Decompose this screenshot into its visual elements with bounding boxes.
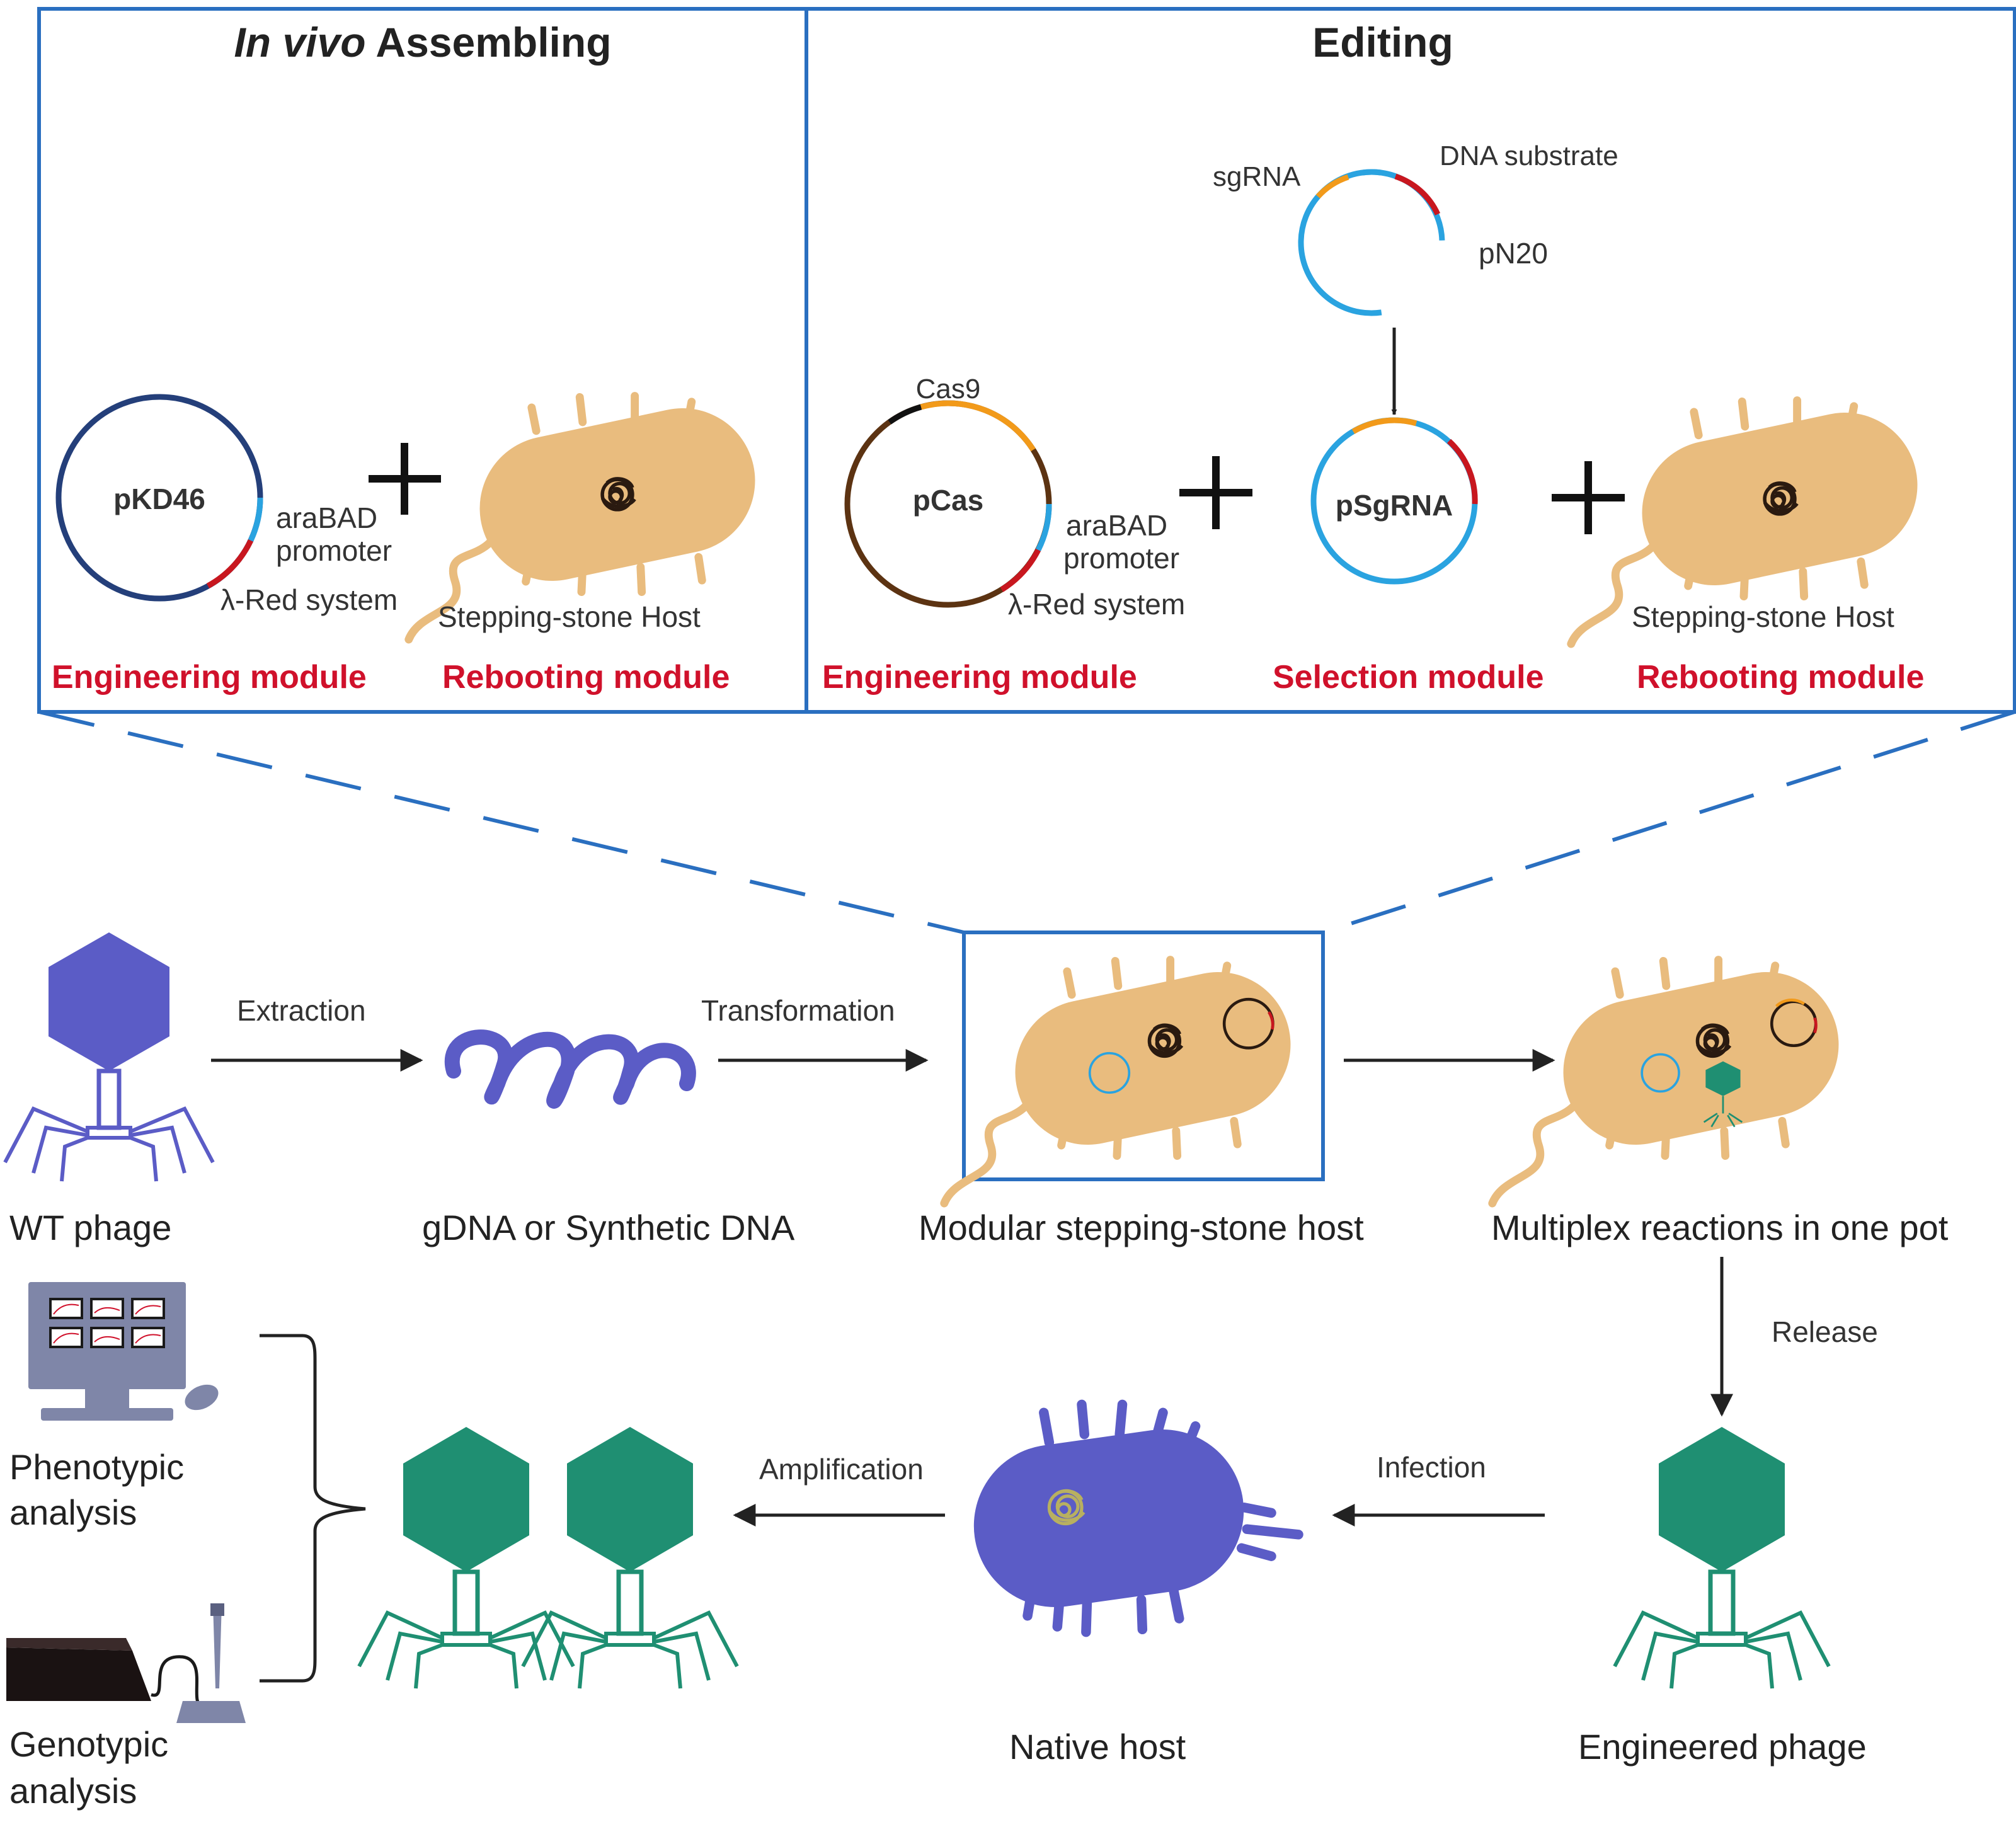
native-host-label: Native host (1009, 1727, 1186, 1767)
brace-icon (260, 1334, 366, 1683)
plus-icon (1179, 456, 1252, 529)
pkd46-promoter-line2: promoter (276, 534, 392, 567)
modular-host-bacterium-icon (944, 959, 1304, 1203)
amplification-label: Amplification (759, 1453, 924, 1486)
zoom-line-left (38, 710, 965, 934)
phenotypic-line1: Phenotypic (9, 1447, 184, 1487)
native-host-bacterium-icon (973, 1399, 1303, 1637)
transformation-label: Transformation (701, 994, 895, 1027)
sequencer-icon (6, 1603, 246, 1723)
engineered-phage-label: Engineered phage (1578, 1727, 1867, 1767)
dna-substrate-label: DNA substrate (1440, 140, 1618, 171)
pn20-label: pN20 (1479, 237, 1548, 270)
genotypic-line2: analysis (9, 1771, 137, 1811)
editing-panel-frame (805, 7, 2016, 714)
extraction-label: Extraction (237, 994, 366, 1027)
pcas-promoter-line1: araBAD (1066, 509, 1167, 542)
editing-selection-module: Selection module (1273, 659, 1544, 696)
editing-engineering-module: Engineering module (822, 659, 1137, 696)
assembling-title: In vivo Assembling (234, 19, 611, 66)
pkd46-red-system: λ-Red system (220, 583, 398, 616)
zoom-line-right (1322, 710, 2015, 934)
pcas-red-system: λ-Red system (1008, 588, 1185, 621)
dna-coil-icon (444, 1029, 696, 1109)
psgrna-plasmid-icon (1310, 417, 1478, 585)
pn20-plasmid-icon (1298, 169, 1445, 316)
infection-label: Infection (1377, 1451, 1486, 1484)
plus-icon (1552, 461, 1625, 534)
wt-phage-label: WT phage (9, 1208, 171, 1247)
cas9-label: Cas9 (916, 374, 981, 404)
modular-host-label: Modular stepping-stone host (919, 1208, 1364, 1247)
multiplex-bacterium-icon (1492, 959, 1852, 1203)
amplified-phage-icon (523, 1427, 737, 1688)
genotypic-line1: Genotypic (9, 1724, 168, 1764)
assembling-host-label: Stepping-stone Host (438, 600, 701, 633)
gdna-label: gDNA or Synthetic DNA (422, 1208, 795, 1247)
pkd46-label: pKD46 (113, 483, 205, 515)
plus-icon (369, 443, 441, 515)
phenotypic-line2: analysis (9, 1492, 137, 1532)
pcas-promoter-line2: promoter (1063, 542, 1179, 575)
pcas-plasmid-icon (844, 400, 1052, 608)
assembling-rebooting-module: Rebooting module (442, 659, 730, 696)
pcas-label: pCas (913, 484, 983, 517)
sgrna-label: sgRNA (1213, 161, 1301, 192)
editing-host-label: Stepping-stone Host (1632, 600, 1894, 633)
modular-host-frame (962, 931, 1325, 1181)
pkd46-plasmid-icon (55, 394, 263, 602)
editing-title: Editing (1312, 19, 1453, 66)
multiplex-label: Multiplex reactions in one pot (1491, 1208, 1949, 1247)
engineered-phage-icon (1615, 1427, 1829, 1688)
pkd46-promoter-line1: araBAD (276, 501, 377, 534)
editing-rebooting-module: Rebooting module (1637, 659, 1924, 696)
release-label: Release (1772, 1315, 1878, 1348)
wt-phage-icon (5, 932, 213, 1181)
amplified-phage-icon (359, 1427, 573, 1688)
assembling-engineering-module: Engineering module (52, 659, 367, 696)
psgrna-label: pSgRNA (1336, 489, 1453, 522)
computer-icon (28, 1282, 219, 1421)
